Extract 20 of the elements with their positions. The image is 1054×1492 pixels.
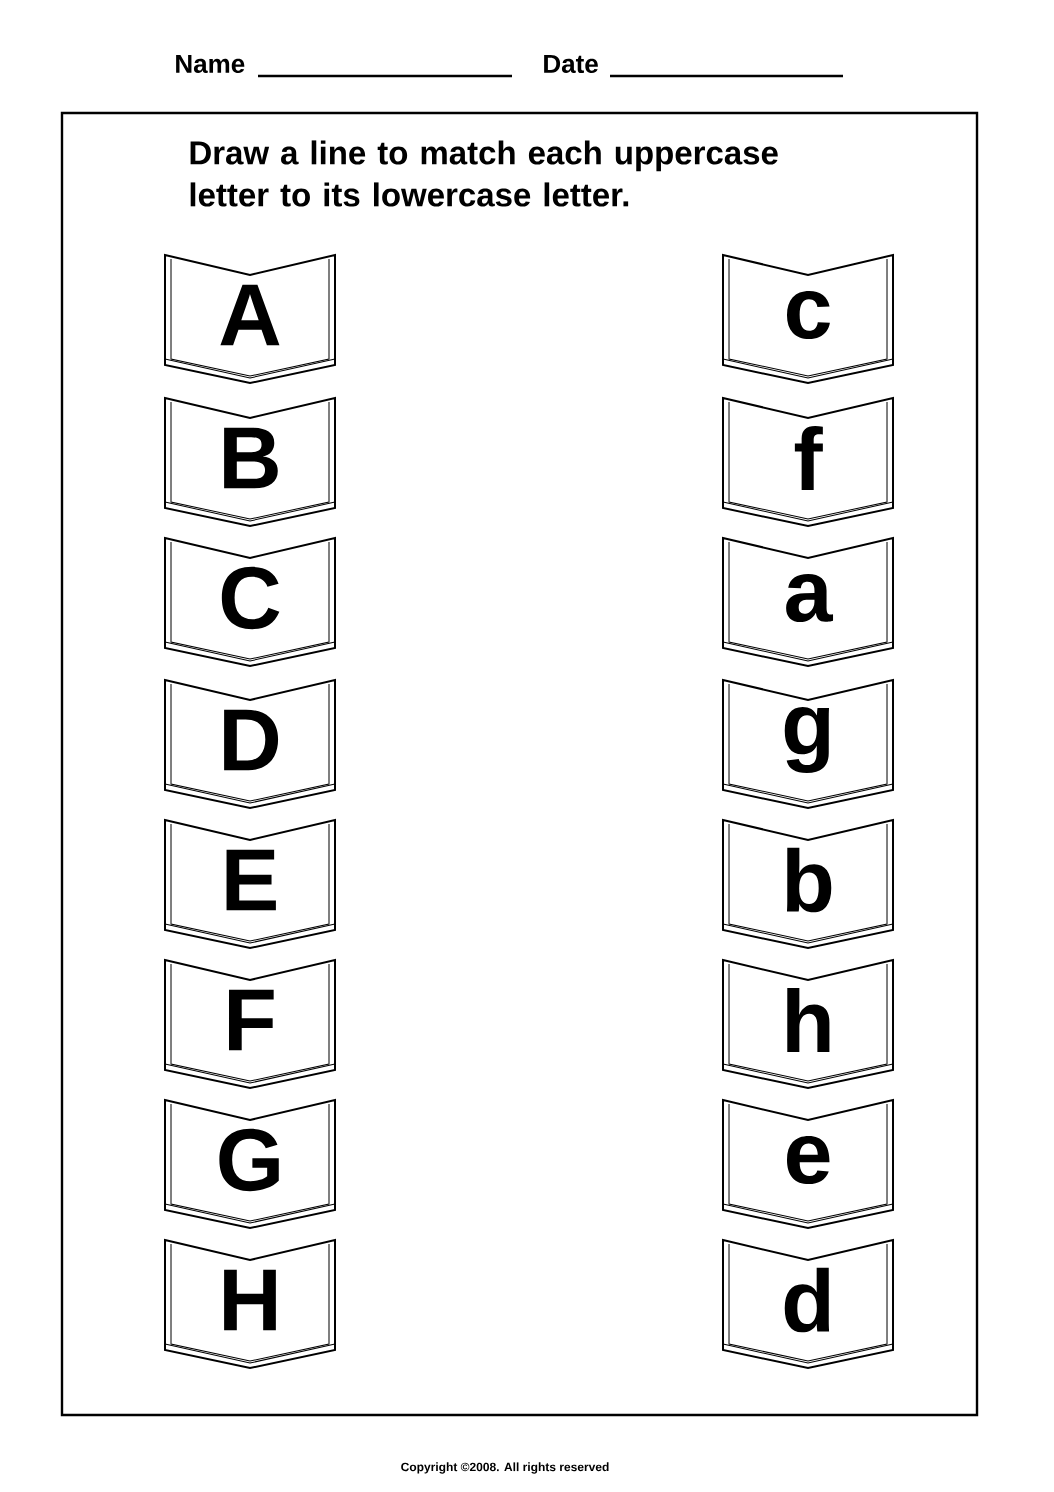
copyright-note: Copyright ©2008. All rights reserved: [401, 1462, 609, 1474]
book-card: h: [722, 958, 894, 1090]
book-card: B: [164, 396, 336, 528]
book-card: g: [722, 678, 894, 810]
field-label: Date: [544, 54, 598, 74]
book-card: e: [722, 1098, 894, 1230]
book-card: D: [164, 678, 336, 810]
book-card: a: [722, 536, 894, 668]
book-card: F: [164, 958, 336, 1090]
book-card: E: [164, 818, 336, 950]
book-card: c: [722, 253, 894, 385]
field-label: Name: [176, 54, 245, 74]
book-card: A: [164, 253, 336, 385]
book-card: f: [722, 396, 894, 528]
book-card: H: [164, 1238, 336, 1370]
instruction-text: Draw a line to match each uppercase letter to its lowercase letter.: [190, 140, 778, 207]
book-card: G: [164, 1098, 336, 1230]
book-card: C: [164, 536, 336, 668]
book-card: b: [722, 818, 894, 950]
book-card: d: [722, 1238, 894, 1370]
